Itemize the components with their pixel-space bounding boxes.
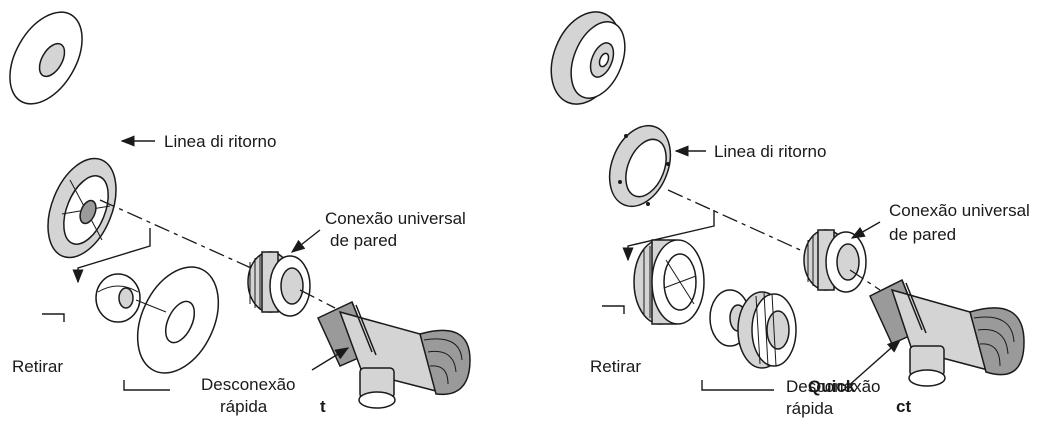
left-bottom-bracket — [123, 380, 170, 391]
right-wall-arrow — [850, 221, 881, 239]
left-wall-label-1: Conexão universal — [325, 209, 466, 228]
right-remove-bracket — [622, 210, 715, 262]
right-bottom-bracket — [701, 380, 774, 391]
right-wall-label-1: Conexão universal — [889, 201, 1030, 220]
left-quick-label-2: rápida — [220, 397, 268, 416]
left-return-fitting — [47, 157, 117, 259]
right-return-line-label: Linea di ritorno — [714, 142, 826, 161]
right-retirar-bracket — [602, 305, 625, 314]
left-retirar-bracket — [42, 313, 65, 322]
right-quick-disconnect — [869, 278, 1025, 387]
left-stray-label: t — [320, 397, 326, 416]
left-flange — [136, 266, 220, 374]
left-quick-arrow — [311, 347, 350, 371]
left-remove-bracket — [72, 228, 151, 284]
right-quick-label-1: Desconexão — [786, 377, 881, 396]
right-quick-overlay-label: Quick — [808, 377, 856, 396]
left-panel: Linea di ritorno Retirar — [9, 11, 471, 416]
left-remove-label: Retirar — [12, 357, 63, 376]
right-quick-label-2: rápida — [786, 399, 834, 418]
left-washer — [9, 11, 83, 105]
right-panel: Linea di ritorno Retir — [550, 11, 1030, 418]
right-return-fitting — [608, 124, 672, 208]
right-ribbed-nut — [737, 291, 797, 369]
right-wall-fitting — [803, 229, 867, 293]
left-quick-label-1: Desconexão — [201, 375, 296, 394]
right-stray-label: ct — [896, 397, 911, 416]
right-remove-label: Retirar — [590, 357, 641, 376]
right-threaded-insert — [633, 239, 705, 325]
right-axis-line-2 — [849, 269, 881, 291]
right-ribbed-cap — [550, 11, 626, 105]
left-wall-arrow — [290, 229, 321, 253]
right-quick-arrow — [845, 339, 902, 389]
left-wall-fitting — [247, 251, 311, 317]
left-quick-disconnect — [317, 300, 471, 409]
left-return-line-label: Linea di ritorno — [164, 132, 276, 151]
left-axis-line-2 — [299, 289, 336, 309]
right-wall-label-2: de pared — [889, 225, 956, 244]
left-eyeball — [95, 273, 141, 323]
left-wall-label-2: de pared — [330, 231, 397, 250]
